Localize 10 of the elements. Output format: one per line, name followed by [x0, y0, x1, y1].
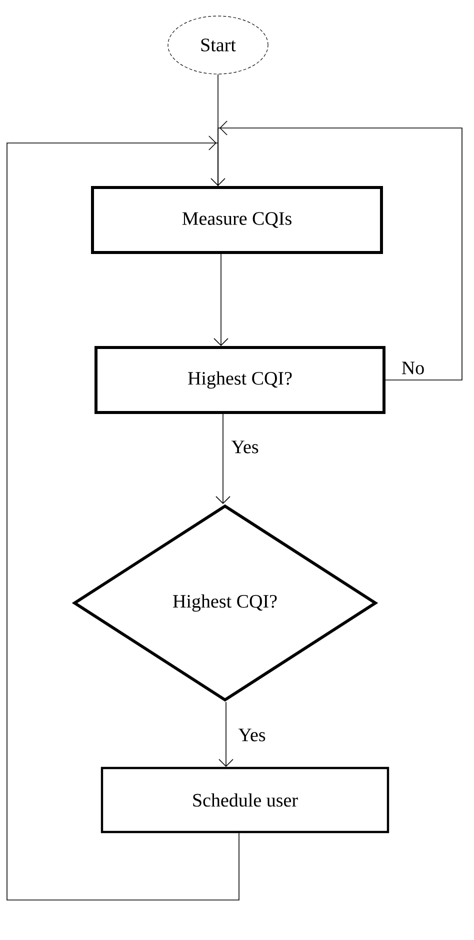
- process-box: Schedule user: [100, 766, 390, 834]
- edge-label: Yes: [230, 440, 260, 454]
- arrow: [216, 414, 230, 504]
- arrow: [210, 74, 226, 186]
- edge-label: Yes: [237, 728, 267, 742]
- process-box: Measure CQIs: [91, 186, 383, 254]
- edge-label: No: [400, 360, 426, 376]
- arrow: [214, 254, 228, 346]
- arrow: [218, 702, 234, 767]
- process-box: Highest CQI?: [94, 346, 386, 414]
